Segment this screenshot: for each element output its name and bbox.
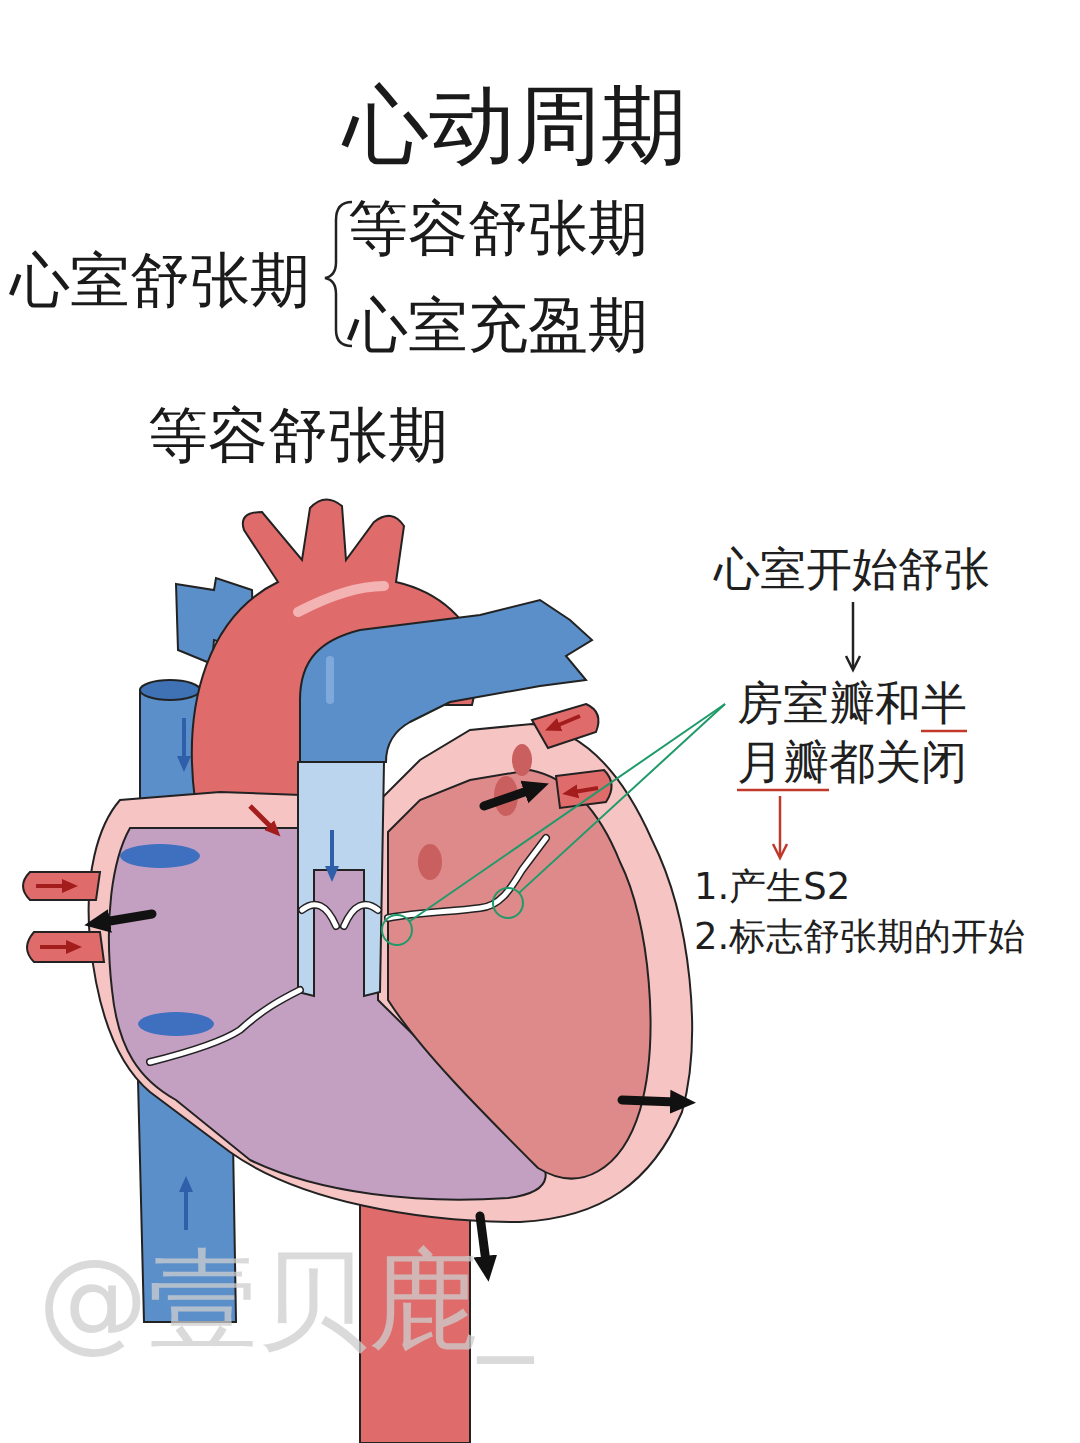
flow-arrow (779, 796, 782, 856)
flow-arrow (36, 884, 66, 888)
heart-wall (89, 724, 692, 1222)
flow-step: 心室开始舒张 (712, 539, 992, 600)
highlight (298, 586, 384, 612)
left-heart-chamber (388, 770, 650, 1178)
vessel-opening (140, 680, 200, 700)
phase-label: 等容舒张期 (348, 192, 648, 264)
valve-marker (493, 888, 523, 918)
pulmonary-tube (298, 762, 384, 996)
flow-arrow (184, 1188, 188, 1230)
step-text: 1.产生S2 (694, 862, 1025, 912)
motion-arrow (622, 1100, 676, 1102)
underline (737, 789, 829, 792)
flow-arrow (182, 718, 186, 760)
mitral-valve (388, 838, 546, 918)
atrium-spot (512, 744, 532, 776)
underline (921, 730, 967, 733)
diagram-title: 心动周期 (343, 74, 687, 177)
vein (23, 872, 100, 900)
leader-line (409, 704, 725, 921)
flow-arrow (40, 945, 70, 949)
vein (27, 932, 104, 962)
step-text: 2.标志舒张期的开始 (694, 912, 1025, 962)
phase-label: 心室舒张期 (10, 244, 310, 316)
flow-step: 1.产生S22.标志舒张期的开始 (692, 860, 1027, 964)
valve-outline (388, 838, 546, 918)
flow-arrow (250, 806, 272, 828)
step-text: 房室瓣和半月瓣都关闭 (737, 674, 969, 792)
valve-outline (302, 905, 378, 926)
flow-arrow (852, 602, 855, 668)
brace (325, 202, 352, 346)
pulmonary-vein (532, 704, 598, 748)
atrium-spot (418, 844, 442, 880)
phase-label: 心室充盈期 (348, 289, 648, 361)
atrium-spot (120, 844, 200, 868)
atrium-spot (138, 1012, 214, 1036)
leader-line (519, 704, 725, 893)
semilunar-valve (302, 905, 378, 926)
valve-marker (382, 915, 412, 945)
flow-step: 房室瓣和半月瓣都关闭 (735, 672, 971, 794)
watermark: @壹贝鹿_ (38, 1234, 533, 1366)
flow-arrow (556, 716, 580, 726)
phase-label: 等容舒张期 (148, 399, 448, 471)
flow-arrow (330, 830, 334, 870)
step-text: 心室开始舒张 (714, 541, 990, 598)
motion-arrow (104, 914, 152, 922)
highlight (326, 660, 334, 700)
motion-arrow (484, 790, 530, 806)
flow-arrow (574, 788, 598, 792)
